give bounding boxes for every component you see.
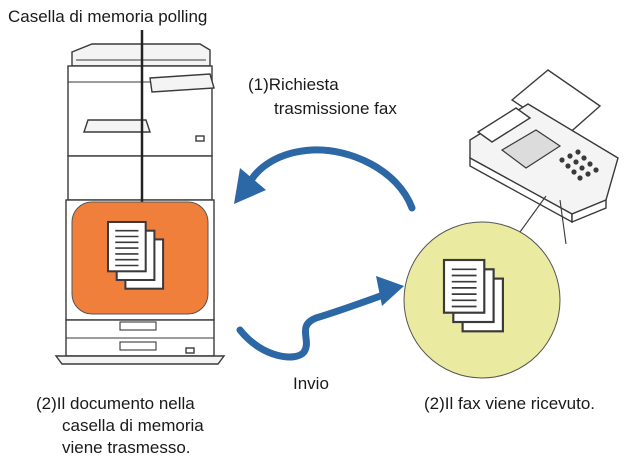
left-caption-line3: viene trasmesso. bbox=[62, 438, 191, 457]
right-caption: (2)Il fax viene ricevuto. bbox=[424, 393, 595, 415]
right-caption-line1: Il fax viene ricevuto. bbox=[444, 394, 596, 413]
received-document-icon bbox=[442, 258, 504, 333]
left-caption-line1: Il documento nella bbox=[56, 394, 195, 413]
request-arrow bbox=[234, 146, 416, 212]
keypad bbox=[559, 149, 599, 181]
left-caption: (2)Il documento nella bbox=[36, 393, 195, 415]
request-label: (1)Richiesta bbox=[248, 74, 339, 96]
stored-document-icon bbox=[106, 220, 165, 290]
request-text-line1: Richiesta bbox=[268, 75, 339, 94]
send-label: Invio bbox=[293, 374, 329, 393]
request-step-number: (1) bbox=[248, 75, 269, 94]
left-step-number: (2) bbox=[36, 394, 57, 413]
send-arrow bbox=[236, 276, 404, 361]
polling-box-title: Casella di memoria polling bbox=[8, 7, 208, 26]
right-step-number: (2) bbox=[424, 394, 445, 413]
request-text-line2: trasmissione fax bbox=[274, 99, 397, 118]
left-caption-line2: casella di memoria bbox=[62, 416, 204, 435]
fax-icon bbox=[469, 69, 619, 245]
